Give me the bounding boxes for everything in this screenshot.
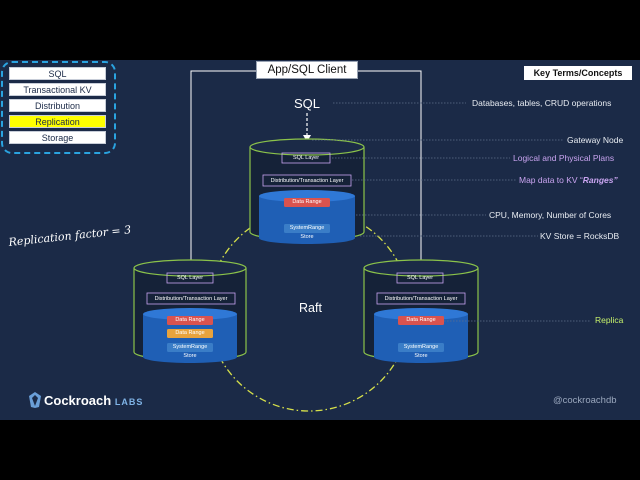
term-plans: Logical and Physical Plans xyxy=(513,153,615,163)
client-link-right xyxy=(358,70,422,266)
client-box: App/SQL Client xyxy=(256,61,358,79)
node3-data-range: Data Range xyxy=(406,317,436,323)
node2-store: Store xyxy=(183,353,197,359)
node2-data-range: Data Range xyxy=(175,317,205,323)
layer-stack: SQL Transactional KV Distribution Replic… xyxy=(1,61,116,154)
sql-protocol-label: SQL xyxy=(294,96,321,111)
node3-sql-layer: SQL Layer xyxy=(406,275,434,281)
node1-dist-layer: Distribution/Transaction Layer xyxy=(270,178,344,184)
node1-system-range: SystemRange xyxy=(289,225,325,231)
term-ranges-prefix: Map data to KV “ xyxy=(519,175,583,185)
term-gateway-node: Gateway Node xyxy=(567,135,624,145)
node3-dist-layer: Distribution/Transaction Layer xyxy=(384,296,458,302)
brand-name-suffix: LABS xyxy=(114,397,144,407)
brand-handle: @cockroachdb xyxy=(553,395,617,406)
brand-name: Cockroach LABS xyxy=(44,393,143,408)
layer-transactional-kv: Transactional KV xyxy=(9,83,106,96)
node2-dist-layer: Distribution/Transaction Layer xyxy=(154,296,228,302)
raft-label: Raft xyxy=(299,301,322,315)
node1-store: Store xyxy=(300,234,314,240)
node2-sql-layer: SQL Layer xyxy=(176,275,204,281)
term-cpu: CPU, Memory, Number of Cores xyxy=(489,210,612,220)
client-link-left xyxy=(190,70,256,266)
client-label: App/SQL Client xyxy=(267,64,347,76)
node1-sql-layer: SQL Layer xyxy=(292,155,320,161)
node2-data-range-alt: Data Range xyxy=(175,330,205,336)
layer-storage: Storage xyxy=(9,131,106,144)
key-terms-title: Key Terms/Concepts xyxy=(533,68,623,78)
term-ranges: Map data to KV “Ranges” xyxy=(519,175,618,185)
node-right xyxy=(363,259,479,363)
term-kv-store: KV Store = RocksDB xyxy=(540,231,620,241)
callout-lines xyxy=(312,102,590,322)
term-databases: Databases, tables, CRUD operations xyxy=(472,98,612,108)
node3-system-range: SystemRange xyxy=(403,344,439,350)
cockroach-logo xyxy=(28,391,42,414)
gateway-node xyxy=(249,138,365,244)
node2-system-range: SystemRange xyxy=(172,344,208,350)
brand-name-main: Cockroach xyxy=(44,393,112,408)
cockroach-logo-icon xyxy=(29,392,41,408)
key-terms-title-box: Key Terms/Concepts xyxy=(524,66,632,80)
node3-store: Store xyxy=(414,353,428,359)
term-replica: Replica xyxy=(595,315,624,325)
node-left xyxy=(133,259,247,363)
layer-replication: Replication xyxy=(9,115,106,128)
layer-sql: SQL xyxy=(9,67,106,80)
layer-distribution: Distribution xyxy=(9,99,106,112)
term-ranges-em: Ranges” xyxy=(582,175,618,185)
node1-data-range: Data Range xyxy=(292,199,322,205)
